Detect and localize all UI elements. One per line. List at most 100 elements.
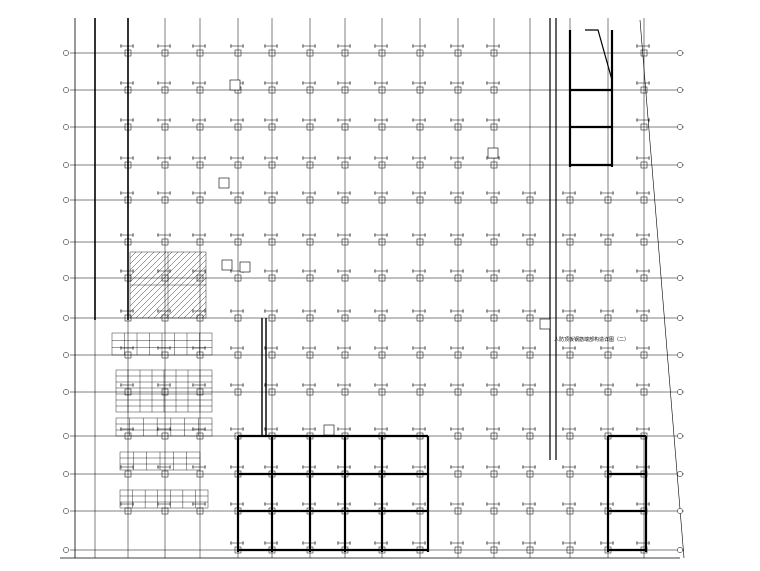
hatch-stroke [129, 251, 173, 295]
column-section-icon [416, 49, 424, 57]
column-section-icon [640, 238, 648, 246]
column-section-icon [341, 196, 349, 204]
column-section-icon [378, 314, 386, 322]
column-section-icon [490, 388, 498, 396]
column-section-icon [454, 49, 462, 57]
column-section-icon [566, 196, 574, 204]
column-section-icon [161, 161, 169, 169]
column-section-icon [268, 123, 276, 131]
hatch-stroke [129, 251, 143, 265]
column-section-icon [341, 161, 349, 169]
column-section-icon [566, 507, 574, 515]
column-section-icon [306, 388, 314, 396]
column-section-icon [640, 123, 648, 131]
column-section-icon [196, 49, 204, 57]
column-section-icon [454, 274, 462, 282]
hatch-stroke [129, 251, 161, 283]
column-section-icon [306, 351, 314, 359]
column-section-icon [196, 161, 204, 169]
axis-bubble-icon [677, 124, 683, 130]
column-markers [120, 44, 650, 554]
column-section-icon [268, 314, 276, 322]
column-section-icon [341, 351, 349, 359]
column-section-icon [416, 388, 424, 396]
hatch-stroke [129, 251, 185, 307]
column-section-icon [640, 314, 648, 322]
axis-bubble-icon [677, 162, 683, 168]
column-section-icon [161, 196, 169, 204]
column-section-icon [416, 274, 424, 282]
column-section-icon [490, 274, 498, 282]
column-section-icon [604, 314, 612, 322]
column-section-icon [566, 388, 574, 396]
hatch-stroke [129, 251, 149, 271]
column-section-icon [124, 470, 132, 478]
axis-bubble-icon [677, 433, 683, 439]
column-section-icon [454, 314, 462, 322]
detail-note-title: 人防顶板钢筋端部构造详图（二） [554, 337, 630, 343]
column-section-icon [268, 388, 276, 396]
axis-bubble-icon [63, 352, 69, 358]
callout-box-icon [487, 147, 499, 159]
column-section-icon [234, 49, 242, 57]
axis-bubble-icon [63, 87, 69, 93]
column-section-icon [454, 432, 462, 440]
column-section-icon [454, 238, 462, 246]
schedule-table-3 [115, 417, 213, 437]
column-section-icon [234, 238, 242, 246]
axis-bubble-icon [63, 197, 69, 203]
column-section-icon [604, 351, 612, 359]
column-section-icon [566, 546, 574, 554]
hatch-stroke [159, 271, 207, 319]
column-section-icon [526, 432, 534, 440]
column-section-icon [341, 86, 349, 94]
hatch-stroke [147, 259, 207, 319]
column-section-icon [196, 123, 204, 131]
column-section-icon [490, 546, 498, 554]
hatch-stroke [171, 283, 207, 319]
column-section-icon [306, 314, 314, 322]
column-section-icon [416, 86, 424, 94]
hatch-stroke [189, 301, 207, 319]
hatch-stroke [201, 313, 207, 319]
axis-bubble-icon [63, 275, 69, 281]
column-section-icon [490, 314, 498, 322]
column-section-icon [526, 238, 534, 246]
column-section-icon [566, 274, 574, 282]
column-section-icon [490, 196, 498, 204]
column-section-icon [604, 238, 612, 246]
column-section-icon [306, 49, 314, 57]
axis-bubbles [63, 50, 683, 553]
axis-bubble-icon [677, 239, 683, 245]
axis-bubble-icon [63, 433, 69, 439]
column-section-icon [566, 314, 574, 322]
axis-bubble-icon [677, 471, 683, 477]
column-section-icon [454, 161, 462, 169]
hatch-stroke [135, 251, 203, 319]
column-section-icon [640, 86, 648, 94]
axis-bubble-icon [677, 275, 683, 281]
column-section-icon [378, 274, 386, 282]
column-section-icon [196, 86, 204, 94]
column-section-icon [490, 123, 498, 131]
column-section-icon [640, 388, 648, 396]
axis-bubble-icon [63, 239, 69, 245]
hatch-stroke [165, 277, 207, 319]
beam-lines [94, 18, 648, 552]
axis-bubble-icon [677, 87, 683, 93]
hatch-stroke [129, 251, 197, 319]
column-section-icon [341, 388, 349, 396]
hatch-stroke [177, 289, 207, 319]
column-section-icon [526, 507, 534, 515]
axis-bubble-icon [677, 547, 683, 553]
column-section-icon [306, 86, 314, 94]
column-section-icon [454, 123, 462, 131]
column-section-icon [234, 351, 242, 359]
callout-box-icon [229, 79, 241, 91]
hatch-stroke [129, 251, 167, 289]
column-section-icon [341, 274, 349, 282]
axis-bubble-icon [63, 162, 69, 168]
axis-bubble-icon [677, 315, 683, 321]
hatch-stroke [129, 251, 155, 277]
column-section-icon [161, 123, 169, 131]
